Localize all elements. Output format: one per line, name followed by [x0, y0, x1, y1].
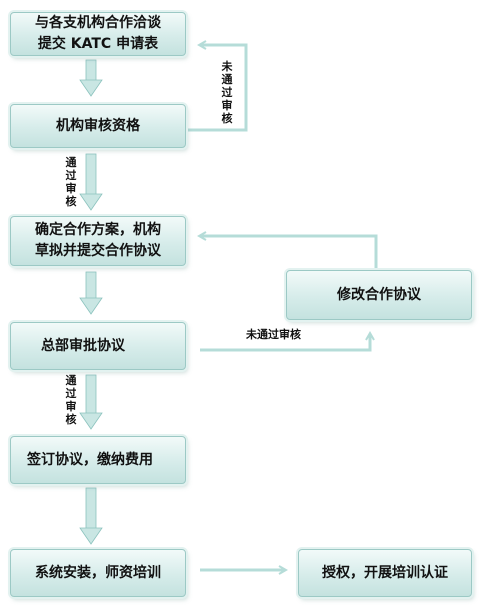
step-hq-approval-text: 总部审批协议 [41, 337, 125, 354]
step-draft-agreement-text: 确定合作方案，机构 草拟并提交合作协议 [35, 222, 161, 259]
step-qualification-review-text: 机构审核资格 [56, 117, 140, 134]
step-authorize-certify: 授权，开展培训认证 [298, 549, 472, 597]
down-arrow-b6-b7 [79, 487, 103, 545]
label-not-passed-review-1: 未通过审核 [221, 60, 233, 125]
step-revise-agreement: 修改合作协议 [286, 270, 472, 320]
step-authorize-certify-text: 授权，开展培训认证 [322, 564, 448, 581]
step-draft-agreement: 确定合作方案，机构 草拟并提交合作协议 [10, 216, 186, 266]
label-passed-review-1: 通过审核 [65, 156, 77, 208]
label-passed-review-2: 通过审核 [65, 374, 77, 426]
label-not-passed-review-2: 未通过审核 [246, 328, 301, 341]
step-qualification-review: 机构审核资格 [10, 104, 186, 148]
feedback-line-b2-b1 [188, 45, 248, 132]
step-revise-agreement-text: 修改合作协议 [337, 286, 421, 303]
step-sign-pay: 签订协议，缴纳费用 [10, 436, 186, 484]
step-apply: 与各支机构合作洽谈 提交 KATC 申请表 [10, 12, 186, 56]
step-apply-text: 与各支机构合作洽谈 提交 KATC 申请表 [35, 15, 161, 52]
line-b5-b4 [200, 334, 370, 352]
down-arrow-b3-b5 [79, 271, 103, 315]
step-sign-pay-text: 签订协议，缴纳费用 [27, 451, 153, 468]
down-arrow-b5-b6 [79, 374, 103, 430]
step-install-train: 系统安装，师资培训 [10, 549, 186, 597]
down-arrow-b1-b2 [79, 59, 103, 97]
step-install-train-text: 系统安装，师资培训 [35, 564, 161, 581]
line-b4-b3 [200, 236, 378, 268]
step-hq-approval: 总部审批协议 [10, 322, 186, 370]
down-arrow-b2-b3 [79, 153, 103, 211]
